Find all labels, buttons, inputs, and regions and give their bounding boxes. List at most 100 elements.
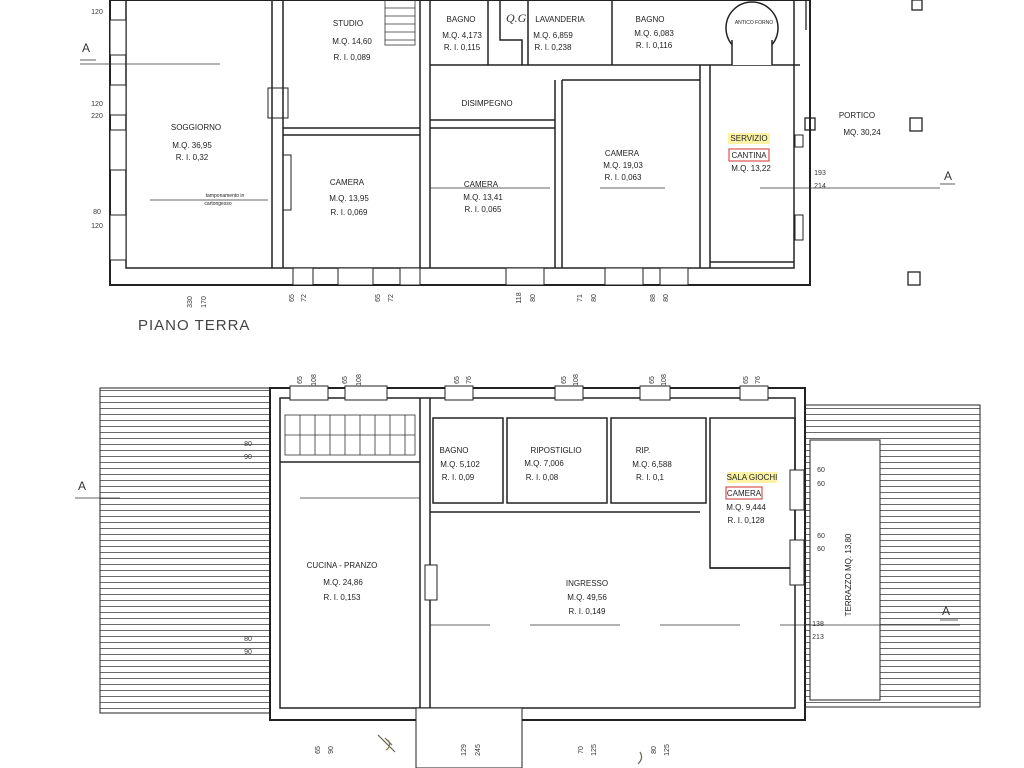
dim-label: 80 bbox=[663, 294, 670, 302]
room-ingresso-name: INGRESSO bbox=[566, 579, 608, 588]
handwritten-note: Q.G. bbox=[506, 11, 529, 25]
dim-label: 65 bbox=[561, 376, 568, 384]
room-ripostiglio-area: M.Q. 7,006 bbox=[524, 459, 564, 468]
room-camera1-area: M.Q. 13,95 bbox=[329, 194, 369, 203]
first-floor-plan bbox=[75, 385, 981, 768]
section-marker-ground-right: A bbox=[944, 169, 952, 183]
room-camera3-name: CAMERA bbox=[605, 149, 640, 158]
room-camera1-ri: R. I. 0,069 bbox=[331, 208, 368, 217]
room-bagno2-area: M.Q. 6,083 bbox=[634, 29, 674, 38]
section-marker-first-left: A bbox=[78, 479, 86, 493]
room-camera2-name: CAMERA bbox=[464, 180, 499, 189]
cantina-box bbox=[728, 148, 770, 162]
dim-label: 80 bbox=[530, 294, 537, 302]
dim-label: 108 bbox=[356, 374, 363, 386]
dim-label: 60 bbox=[817, 481, 825, 488]
dim-label: 90 bbox=[244, 454, 252, 461]
terrazzo-label: TERRAZZO MQ. 13,80 bbox=[844, 533, 853, 616]
room-studio-ri: R. I. 0,089 bbox=[334, 53, 371, 62]
room-rip-ri: R. I. 0,1 bbox=[636, 473, 665, 482]
room-forno-name: ANTICO FORNO bbox=[735, 20, 773, 26]
dim-label: 108 bbox=[311, 374, 318, 386]
room-bagno1-ri: R. I. 0,115 bbox=[444, 43, 481, 52]
first-floor-labels: BAGNO M.Q. 5,102 R. I. 0,09 RIPOSTIGLIO … bbox=[78, 446, 950, 618]
dim-label: 76 bbox=[755, 376, 762, 384]
dim-label: 213 bbox=[812, 634, 824, 641]
dim-label: 108 bbox=[661, 374, 668, 386]
dim-label: 88 bbox=[650, 294, 657, 302]
dim-label: 120 bbox=[91, 9, 103, 16]
room-servizio-area: M.Q. 13,22 bbox=[731, 164, 771, 173]
room-camera2-ri: R. I. 0,065 bbox=[465, 205, 502, 214]
dim-label: 65 bbox=[315, 746, 322, 754]
room-sala-giochi-name: SALA GIOCHI bbox=[727, 473, 778, 482]
dim-label: 65 bbox=[342, 376, 349, 384]
dim-label: 220 bbox=[91, 113, 103, 120]
room-ripostiglio-name: RIPOSTIGLIO bbox=[530, 446, 581, 455]
dim-label: 90 bbox=[244, 649, 252, 656]
dim-label: 76 bbox=[466, 376, 473, 384]
dim-label: 80 bbox=[93, 209, 101, 216]
room-cucina-ri: R. I. 0,153 bbox=[324, 593, 361, 602]
dim-label: 60 bbox=[817, 546, 825, 553]
room-camera2-area: M.Q. 13,41 bbox=[463, 193, 503, 202]
room-soggiorno-ri: R. I. 0,32 bbox=[176, 153, 209, 162]
dim-label: 80 bbox=[244, 441, 252, 448]
note-tamponamento-2: cartongesso bbox=[204, 201, 231, 207]
dim-label: 65 bbox=[743, 376, 750, 384]
dim-label: 65 bbox=[454, 376, 461, 384]
servizio-highlight bbox=[728, 133, 770, 144]
dim-label: 170 bbox=[201, 296, 208, 308]
room-bagno-f-area: M.Q. 5,102 bbox=[440, 460, 480, 469]
room-ingresso-area: M.Q. 49,56 bbox=[567, 593, 607, 602]
dim-label: 90 bbox=[328, 746, 335, 754]
room-sala-area: M.Q. 9,444 bbox=[726, 503, 766, 512]
room-camera3-ri: R. I. 0,063 bbox=[605, 173, 642, 182]
dim-label: 214 bbox=[814, 183, 826, 190]
dim-label: 80 bbox=[244, 636, 252, 643]
ground-floor-labels: STUDIO M.Q. 14,60 R. I. 0,089 BAGNO M.Q.… bbox=[82, 11, 952, 334]
room-disimpegno-name: DISIMPEGNO bbox=[461, 99, 512, 108]
room-portico-name: PORTICO bbox=[839, 111, 875, 120]
section-marker-first-right: A bbox=[942, 604, 950, 618]
dim-label: 193 bbox=[814, 170, 826, 177]
room-camera1-name: CAMERA bbox=[330, 178, 365, 187]
room-lavanderia-name: LAVANDERIA bbox=[535, 15, 585, 24]
dimension-labels: 120 120 220 80 120 193 214 330 170 65 72… bbox=[91, 9, 826, 756]
room-bagno-f-name: BAGNO bbox=[440, 446, 469, 455]
ground-floor-title: PIANO TERRA bbox=[138, 317, 250, 334]
dim-label: 138 bbox=[812, 621, 824, 628]
section-marker-ground-left: A bbox=[82, 41, 90, 55]
dim-label: 125 bbox=[664, 744, 671, 756]
dim-label: 65 bbox=[297, 376, 304, 384]
room-bagno1-name: BAGNO bbox=[447, 15, 476, 24]
room-portico-area: MQ. 30,24 bbox=[843, 128, 881, 137]
room-studio-area: M.Q. 14,60 bbox=[332, 37, 372, 46]
dim-label: 80 bbox=[591, 294, 598, 302]
room-sala-camera-name: CAMERA bbox=[727, 489, 762, 498]
room-ingresso-ri: R. I. 0,149 bbox=[569, 607, 606, 616]
dim-label: 60 bbox=[817, 467, 825, 474]
dim-label: 60 bbox=[817, 533, 825, 540]
room-studio-name: STUDIO bbox=[333, 19, 363, 28]
room-lavanderia-area: M.Q. 6,859 bbox=[533, 31, 573, 40]
dim-label: 125 bbox=[591, 744, 598, 756]
room-cantina-name: CANTINA bbox=[731, 151, 767, 160]
room-bagno2-ri: R. I. 0,116 bbox=[636, 41, 673, 50]
room-cucina-area: M.Q. 24,86 bbox=[323, 578, 363, 587]
dim-label: 72 bbox=[388, 294, 395, 302]
dim-label: 70 bbox=[578, 746, 585, 754]
dim-label: 72 bbox=[301, 294, 308, 302]
room-soggiorno-name: SOGGIORNO bbox=[171, 123, 221, 132]
room-ripostiglio-ri: R. I. 0,08 bbox=[526, 473, 559, 482]
dim-label: 129 bbox=[461, 744, 468, 756]
dim-label: 118 bbox=[516, 292, 523, 303]
room-rip-area: M.Q. 6,588 bbox=[632, 460, 672, 469]
room-soggiorno-area: M.Q. 36,95 bbox=[172, 141, 212, 150]
dim-label: 120 bbox=[91, 101, 103, 108]
dim-label: 65 bbox=[289, 294, 296, 302]
note-tamponamento-1: tamponamento in bbox=[206, 193, 245, 199]
room-sala-ri: R. I. 0,128 bbox=[728, 516, 765, 525]
dim-label: 71 bbox=[577, 294, 584, 302]
